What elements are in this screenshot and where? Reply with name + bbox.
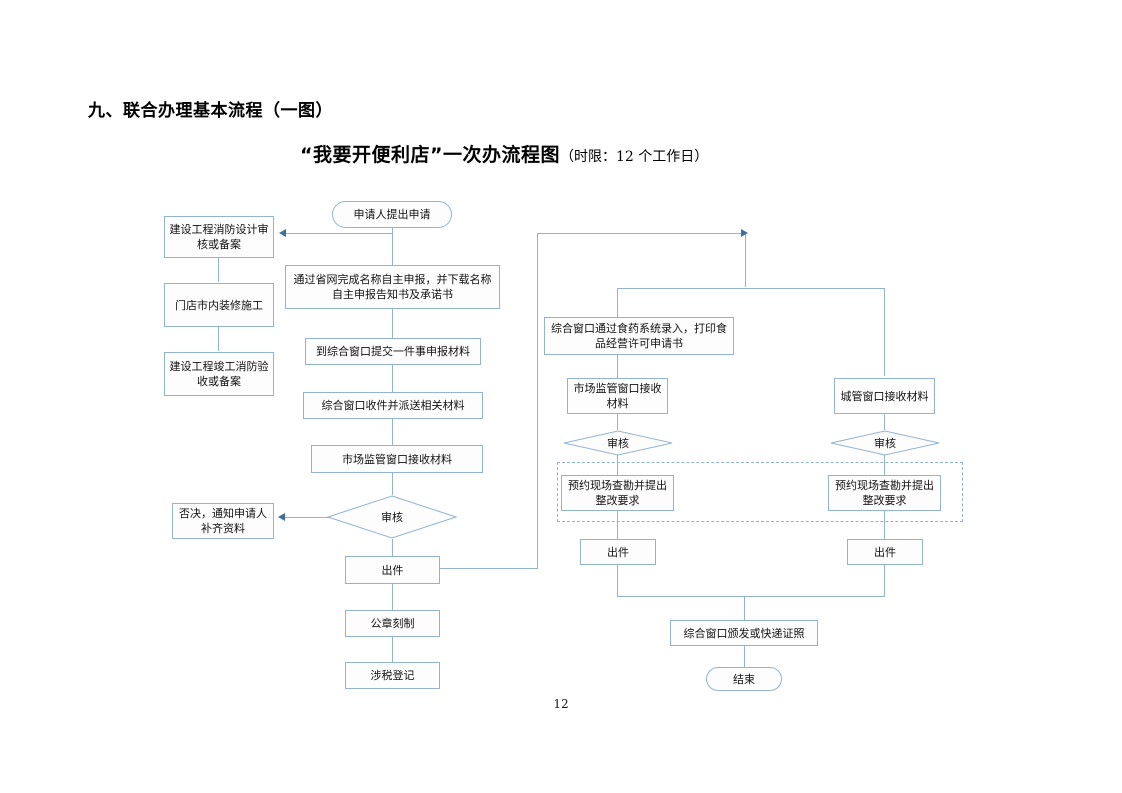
connector-renovation-to-acceptance — [218, 326, 219, 351]
node-fire-design-review[interactable]: 建设工程消防设计审核或备案 — [164, 216, 274, 258]
node-site-survey-1[interactable]: 预约现场查勘并提出整改要求 — [561, 475, 674, 511]
node-review-1-label: 审核 — [381, 511, 403, 524]
connector-review2-to-survey1 — [617, 455, 618, 475]
connector-market-window-to-review1 — [392, 473, 393, 495]
node-store-renovation[interactable]: 门店市内装修施工 — [164, 283, 274, 327]
connector-issue-merge-bar — [617, 596, 885, 597]
connector-start-to-fire-design — [286, 233, 393, 234]
connector-split-to-food-drug — [617, 288, 618, 317]
connector-fire-design-to-renovation — [218, 257, 219, 282]
node-site-survey-2[interactable]: 预约现场查勘并提出整改要求 — [828, 475, 941, 511]
arrowhead-to-reject — [278, 513, 285, 521]
connector-merge-to-certificate — [744, 596, 745, 620]
node-issue-certificate[interactable]: 综合窗口颁发或快递证照 — [670, 620, 818, 646]
connector-issue1-to-seal — [392, 584, 393, 610]
connector-issue2-down — [617, 565, 618, 596]
node-issue-1[interactable]: 出件 — [345, 556, 440, 584]
node-seal-engraving[interactable]: 公章刻制 — [345, 610, 440, 637]
arrowhead-to-fire-design — [279, 229, 286, 237]
node-issue-2[interactable]: 出件 — [580, 539, 656, 565]
connector-certificate-to-end — [744, 643, 745, 667]
node-review-2-label: 审核 — [607, 437, 629, 450]
connector-issue1-to-right-branch — [440, 568, 538, 569]
node-urban-window-receive[interactable]: 城管窗口接收材料 — [834, 378, 935, 414]
node-market-window-receive-2[interactable]: 市场监管窗口接收材料 — [567, 378, 668, 414]
connector-review3-to-survey2 — [884, 455, 885, 475]
node-food-drug-entry[interactable]: 综合窗口通过食药系统录入，打印食品经营许可申请书 — [544, 317, 734, 355]
chart-title: “我要开便利店”一次办流程图（时限：12 个工作日） — [300, 140, 708, 167]
connector-review1-to-issue1 — [392, 539, 393, 557]
node-review-2[interactable]: 审核 — [563, 430, 673, 456]
node-provincial-name-declaration[interactable]: 通过省网完成名称自主申报，并下载名称自主申报告知书及承诺书 — [285, 265, 500, 309]
chart-title-note: （时限：12 个工作日） — [559, 149, 709, 165]
node-tax-registration[interactable]: 涉税登记 — [345, 662, 440, 689]
site-survey-group-boundary — [557, 462, 963, 522]
node-end[interactable]: 结束 — [706, 667, 782, 691]
connector-right-branch-split — [617, 288, 885, 289]
connector-review1-to-reject — [285, 517, 342, 518]
node-reject-notice[interactable]: 否决，通知申请人补齐资料 — [172, 503, 274, 539]
node-issue-3[interactable]: 出件 — [847, 539, 923, 565]
node-review-3[interactable]: 审核 — [830, 430, 940, 456]
node-review-1[interactable]: 审核 — [327, 495, 457, 539]
chart-title-main: “我要开便利店”一次办流程图 — [300, 144, 560, 166]
connector-survey2-to-issue3 — [884, 511, 885, 539]
node-market-window-receive-1[interactable]: 市场监管窗口接收材料 — [311, 445, 483, 473]
connector-dispatch-to-market-window — [392, 419, 393, 445]
node-submit-to-window[interactable]: 到综合窗口提交一件事申报材料 — [305, 338, 481, 365]
connector-food-drug-to-market2 — [617, 355, 618, 379]
connector-urban-to-review3 — [884, 414, 885, 430]
connector-start-to-provincial — [392, 228, 393, 265]
connector-provincial-to-submit — [392, 309, 393, 338]
connector-issue3-down — [884, 565, 885, 596]
section-heading: 九、联合办理基本流程（一图） — [88, 101, 333, 121]
node-start[interactable]: 申请人提出申请 — [332, 201, 452, 228]
node-review-3-label: 审核 — [874, 437, 896, 450]
node-window-receive-dispatch[interactable]: 综合窗口收件并派送相关材料 — [303, 392, 483, 419]
connector-right-branch-top — [537, 233, 745, 234]
connector-right-branch-riser — [537, 233, 538, 569]
page-number: 12 — [553, 697, 569, 711]
connector-split-to-urban-window — [884, 288, 885, 376]
arrowhead-right-branch-top — [741, 229, 748, 237]
node-fire-acceptance[interactable]: 建设工程竣工消防验收或备案 — [164, 352, 274, 396]
connector-survey1-to-issue2 — [617, 511, 618, 539]
connector-market2-to-review2 — [617, 414, 618, 430]
connector-submit-to-dispatch — [392, 365, 393, 392]
connector-seal-to-tax — [392, 637, 393, 662]
connector-right-branch-drop — [745, 233, 746, 287]
